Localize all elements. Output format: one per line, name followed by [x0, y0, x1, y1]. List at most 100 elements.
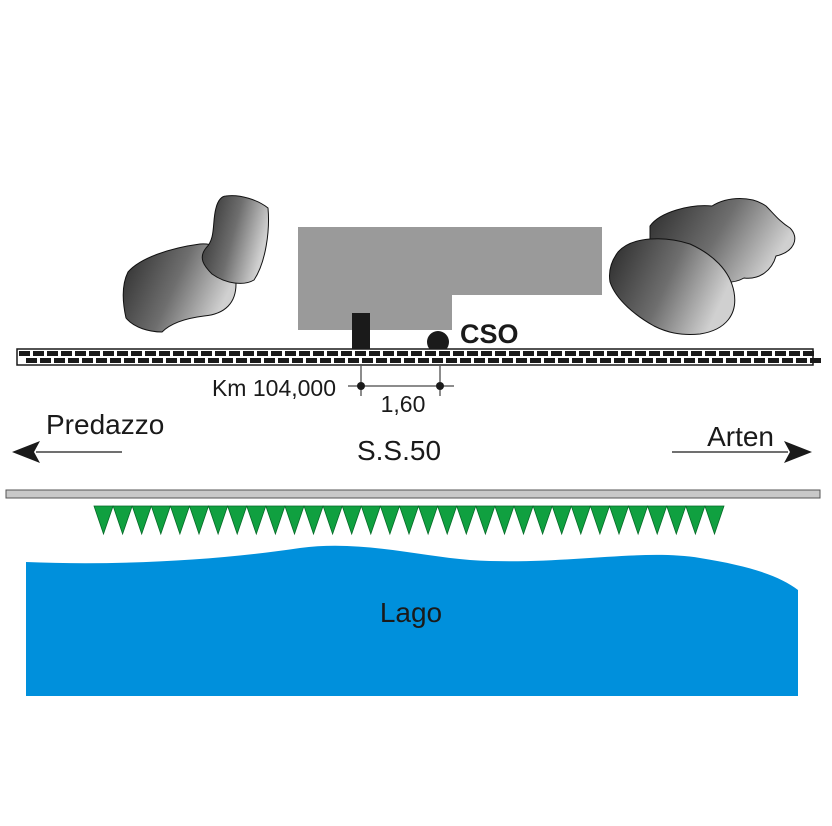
- road-brick: [537, 351, 548, 356]
- dimension-point-left: [357, 382, 365, 390]
- road-brick: [509, 351, 520, 356]
- road-brick: [418, 358, 429, 363]
- road-brick: [369, 351, 380, 356]
- road-brick: [761, 351, 772, 356]
- road-brick: [68, 358, 79, 363]
- road-brick: [726, 358, 737, 363]
- road-brick: [110, 358, 121, 363]
- vegetation-tuft: [188, 505, 210, 536]
- road-brick: [208, 358, 219, 363]
- arrow-left: [12, 441, 122, 463]
- vegetation-tuft: [246, 505, 267, 536]
- road-brick: [355, 351, 366, 356]
- guard-rail: [5, 489, 821, 499]
- road-brick: [516, 358, 527, 363]
- road-brick: [390, 358, 401, 363]
- road-brick: [292, 358, 303, 363]
- road-brick: [334, 358, 345, 363]
- vegetation-tuft: [417, 505, 439, 536]
- lake-label: Lago: [380, 597, 442, 628]
- vegetation-tuft: [589, 505, 611, 536]
- road-name-label: S.S.50: [357, 435, 441, 466]
- building-footprint: [298, 227, 602, 330]
- vegetation-tuft: [265, 505, 286, 536]
- road-brick: [404, 358, 415, 363]
- road-brick: [285, 351, 296, 356]
- road-brick: [453, 351, 464, 356]
- road-brick: [306, 358, 317, 363]
- road-brick: [495, 351, 506, 356]
- rock-left-upper: [201, 195, 269, 284]
- road-brick: [656, 358, 667, 363]
- road-brick: [215, 351, 226, 356]
- road-brick: [677, 351, 688, 356]
- road-bricks-top: [19, 351, 814, 356]
- road-brick: [264, 358, 275, 363]
- road-brick: [89, 351, 100, 356]
- vegetation-tuft: [150, 505, 171, 536]
- road-brick: [481, 351, 492, 356]
- vegetation-tuft: [398, 505, 420, 536]
- road-brick: [565, 351, 576, 356]
- road-brick: [628, 358, 639, 363]
- road-brick: [747, 351, 758, 356]
- road-brick: [551, 351, 562, 356]
- road-brick: [684, 358, 695, 363]
- road-brick: [523, 351, 534, 356]
- vegetation-tuft: [93, 505, 114, 536]
- road-brick: [40, 358, 51, 363]
- road-brick: [593, 351, 604, 356]
- road-brick: [131, 351, 142, 356]
- road-brick: [166, 358, 177, 363]
- vegetation-tuft: [437, 505, 458, 536]
- vegetation-tuft: [704, 505, 725, 536]
- road-brick: [432, 358, 443, 363]
- road-brick: [145, 351, 156, 356]
- road-brick: [705, 351, 716, 356]
- vegetation-tuft: [475, 505, 496, 536]
- road-brick: [243, 351, 254, 356]
- vegetation-tuft: [608, 505, 630, 536]
- vegetation-tuft: [513, 505, 534, 536]
- vegetation-tuft: [207, 505, 229, 536]
- road-brick: [782, 358, 793, 363]
- road-brick: [439, 351, 450, 356]
- road-brick: [558, 358, 569, 363]
- road-brick: [299, 351, 310, 356]
- road-brick: [313, 351, 324, 356]
- road-brick: [124, 358, 135, 363]
- road-brick: [768, 358, 779, 363]
- rocks-right: [609, 198, 796, 335]
- road-brick: [670, 358, 681, 363]
- vegetation-tuft: [570, 505, 591, 536]
- road-brick: [383, 351, 394, 356]
- vegetation-tuft: [379, 505, 401, 536]
- road-brick: [719, 351, 730, 356]
- road-brick: [530, 358, 541, 363]
- road-brick: [152, 358, 163, 363]
- road-brick: [362, 358, 373, 363]
- dimension-point-right: [436, 382, 444, 390]
- road-brick: [159, 351, 170, 356]
- road-brick: [327, 351, 338, 356]
- rocks-left: [122, 195, 269, 333]
- road-brick: [754, 358, 765, 363]
- road-brick: [649, 351, 660, 356]
- road-brick: [82, 358, 93, 363]
- cso-marker: [427, 331, 449, 353]
- road-brick: [278, 358, 289, 363]
- vegetation-tuft: [360, 505, 381, 536]
- road-bricks-bottom: [26, 358, 821, 363]
- road-brick: [229, 351, 240, 356]
- road-brick: [75, 351, 86, 356]
- road-brick: [397, 351, 408, 356]
- road-brick: [348, 358, 359, 363]
- road-brick: [250, 358, 261, 363]
- road-brick: [61, 351, 72, 356]
- road-brick: [474, 358, 485, 363]
- vegetation-tuft: [303, 505, 324, 536]
- distance-label: 1,60: [381, 391, 426, 417]
- vegetation-tuft: [627, 505, 649, 536]
- road-brick: [579, 351, 590, 356]
